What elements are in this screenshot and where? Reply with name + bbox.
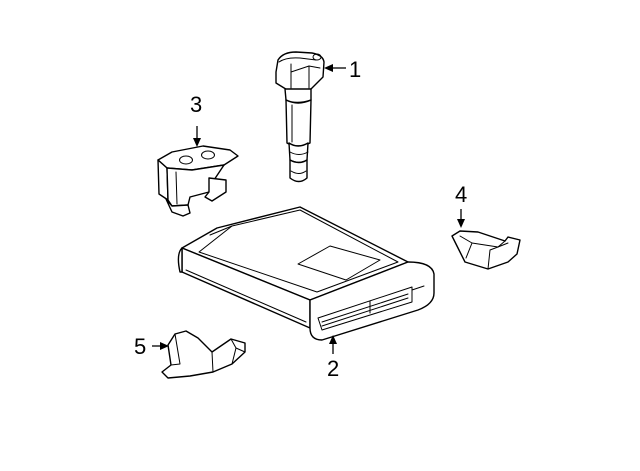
callout-label-1: 1 (349, 57, 361, 82)
callout-1: 1 (324, 57, 361, 82)
callout-label-4: 4 (455, 182, 467, 207)
callout-5: 5 (134, 334, 169, 359)
callout-3: 3 (190, 92, 202, 147)
callout-2: 2 (327, 335, 339, 381)
engine-control-module[interactable] (177, 206, 435, 341)
callout-label-3: 3 (190, 92, 202, 117)
callout-label-5: 5 (134, 334, 146, 359)
callout-4: 4 (455, 182, 467, 228)
callout-label-2: 2 (327, 356, 339, 381)
coil-bracket[interactable] (157, 145, 239, 217)
module-bracket-right[interactable] (451, 230, 521, 270)
module-bracket-left[interactable] (161, 330, 246, 379)
ignition-coil[interactable] (275, 51, 325, 183)
